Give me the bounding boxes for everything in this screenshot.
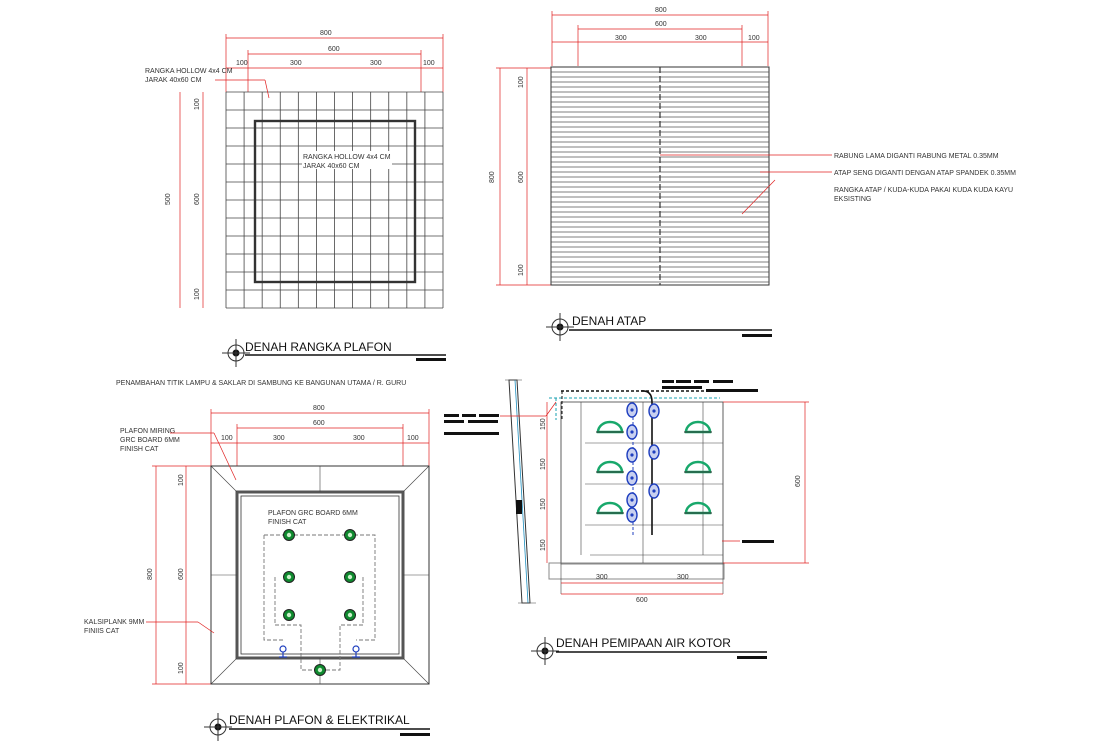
title-drainage: DENAH PEMIPAAN AIR KOTOR xyxy=(556,636,731,650)
roof-dim-300-b: 300 xyxy=(695,35,707,42)
wiring-dashed xyxy=(263,534,376,671)
drain-fitting-icon xyxy=(626,424,638,440)
title-block-ceiling-electrical: DENAH PLAFON & ELEKTRIKAL xyxy=(204,713,430,741)
drain-fitting-icon xyxy=(626,470,638,486)
ce-dim-100-l: 100 xyxy=(221,435,233,442)
dr-dim-300-b: 300 xyxy=(677,574,689,581)
dim-600-v: 600 xyxy=(194,193,201,205)
dr-dim-150-a: 150 xyxy=(540,418,547,430)
dim-300-b: 300 xyxy=(370,60,382,67)
dr-dim-150-b: 150 xyxy=(540,458,547,470)
ce-dim-100-r: 100 xyxy=(407,435,419,442)
roof-dim-100-vt: 100 xyxy=(518,76,525,88)
roof-dim-800-v: 800 xyxy=(489,171,496,183)
title-block-drainage: DENAH PEMIPAAN AIR KOTOR xyxy=(531,636,767,665)
roof-note-truss-2: EKSISTING xyxy=(834,196,871,203)
ce-dim-100-vb: 100 xyxy=(178,662,185,674)
lamp-icon xyxy=(283,529,295,541)
ce-dim-600: 600 xyxy=(313,420,325,427)
roof-dim-600: 600 xyxy=(655,21,667,28)
note-hollow-center-2: JARAK 40x60 CM xyxy=(303,163,360,170)
drain-fitting-icon xyxy=(626,447,638,463)
roof-plan: 800 600 300 300 100 800 100 600 100 RABU… xyxy=(489,7,1016,341)
drain-fitting-icon xyxy=(626,507,638,523)
toilet-icon xyxy=(684,501,712,515)
switches xyxy=(279,645,360,658)
dr-dim-150-d: 150 xyxy=(540,539,547,551)
lamp-icon xyxy=(314,664,326,676)
dr-dim-300-a: 300 xyxy=(596,574,608,581)
roof-dim-600-v: 600 xyxy=(518,171,525,183)
roof-dim-800: 800 xyxy=(655,7,667,14)
ce-dim-800-v: 800 xyxy=(147,568,154,580)
roof-dim-100-vb: 100 xyxy=(518,264,525,276)
dim-600-top: 600 xyxy=(328,46,340,53)
ce-dim-300-a: 300 xyxy=(273,435,285,442)
roof-note-spandek: ATAP SENG DIGANTI DENGAN ATAP SPANDEK 0.… xyxy=(834,170,1016,177)
lamp-icon xyxy=(344,529,356,541)
dim-100-vbot: 100 xyxy=(194,288,201,300)
hollow-grid xyxy=(225,91,444,309)
dim-800-top: 800 xyxy=(320,30,332,37)
note-kalsiplank-1: KALSIPLANK 9MM xyxy=(84,619,144,626)
toilet-icon xyxy=(684,460,712,474)
drain-fitting-icon xyxy=(648,483,660,499)
note-plafon-miring-1: PLAFON MIRING xyxy=(120,428,175,435)
toilet-icon xyxy=(596,501,624,515)
title-ceiling-electrical: DENAH PLAFON & ELEKTRIKAL xyxy=(229,713,410,727)
note-plafon-miring-2: GRC BOARD 6MM xyxy=(120,437,180,444)
title-plafon-frame: DENAH RANGKA PLAFON xyxy=(245,340,392,354)
note-hollow-top-1: RANGKA HOLLOW 4x4 CM xyxy=(145,68,233,75)
dim-500-left: 500 xyxy=(165,193,172,205)
roof-note-ridge: RABUNG LAMA DIGANTI RABUNG METAL 0.35MM xyxy=(834,153,999,160)
roof-note-truss-1: RANGKA ATAP / KUDA-KUDA PAKAI KUDA KUDA … xyxy=(834,187,1013,194)
roof-dim-100: 100 xyxy=(748,35,760,42)
dr-dim-600-v: 600 xyxy=(795,475,802,487)
note-plafon-grc-2: FINISH CAT xyxy=(268,519,307,526)
dr-dim-150-c: 150 xyxy=(540,498,547,510)
wall-section xyxy=(505,379,536,604)
note-hollow-top-2: JARAK 40x60 CM xyxy=(145,77,202,84)
drain-fitting-icon xyxy=(626,492,638,508)
note-kalsiplank-2: FINIIS CAT xyxy=(84,628,120,635)
dim-100-vtop: 100 xyxy=(194,98,201,110)
general-note: PENAMBAHAN TITIK LAMPU & SAKLAR DI SAMBU… xyxy=(116,380,406,387)
note-plafon-grc-1: PLAFON GRC BOARD 6MM xyxy=(268,510,358,517)
redacted-labels xyxy=(444,380,774,543)
plafon-frame-plan: 800 600 100 300 300 100 500 100 600 100 … xyxy=(145,30,446,367)
drain-fitting-icon xyxy=(648,403,660,419)
title-block-roof: DENAH ATAP xyxy=(546,313,772,341)
toilet-fixtures xyxy=(596,420,712,515)
lamp-icon xyxy=(283,571,295,583)
drainage-plan: 150 150 150 150 600 300 300 600 DENAH PE… xyxy=(444,379,809,665)
ce-dim-300-b: 300 xyxy=(353,435,365,442)
toilet-icon xyxy=(596,460,624,474)
ceiling-lamps xyxy=(283,529,356,676)
toilet-icon xyxy=(684,420,712,434)
note-plafon-miring-3: FINISH CAT xyxy=(120,446,159,453)
drain-fitting-icon xyxy=(626,402,638,418)
floor-drains xyxy=(626,402,660,523)
ce-dim-100-vt: 100 xyxy=(178,474,185,486)
ce-dim-800: 800 xyxy=(313,405,325,412)
title-block-plafon-frame: DENAH RANGKA PLAFON xyxy=(222,339,446,367)
dim-100-right: 100 xyxy=(423,60,435,67)
roof-dim-300-a: 300 xyxy=(615,35,627,42)
dr-dim-600-h: 600 xyxy=(636,597,648,604)
dim-300-a: 300 xyxy=(290,60,302,67)
toilet-icon xyxy=(596,420,624,434)
note-hollow-center-1: RANGKA HOLLOW 4x4 CM xyxy=(303,154,391,161)
drain-fitting-icon xyxy=(648,444,660,460)
title-roof: DENAH ATAP xyxy=(572,314,646,328)
lamp-icon xyxy=(344,571,356,583)
dim-100-left: 100 xyxy=(236,60,248,67)
ce-dim-600-v: 600 xyxy=(178,568,185,580)
lamp-icon xyxy=(283,609,295,621)
ceiling-electrical-plan: 800 600 100 300 300 100 800 100 600 100 xyxy=(84,405,430,741)
lamp-icon xyxy=(344,609,356,621)
